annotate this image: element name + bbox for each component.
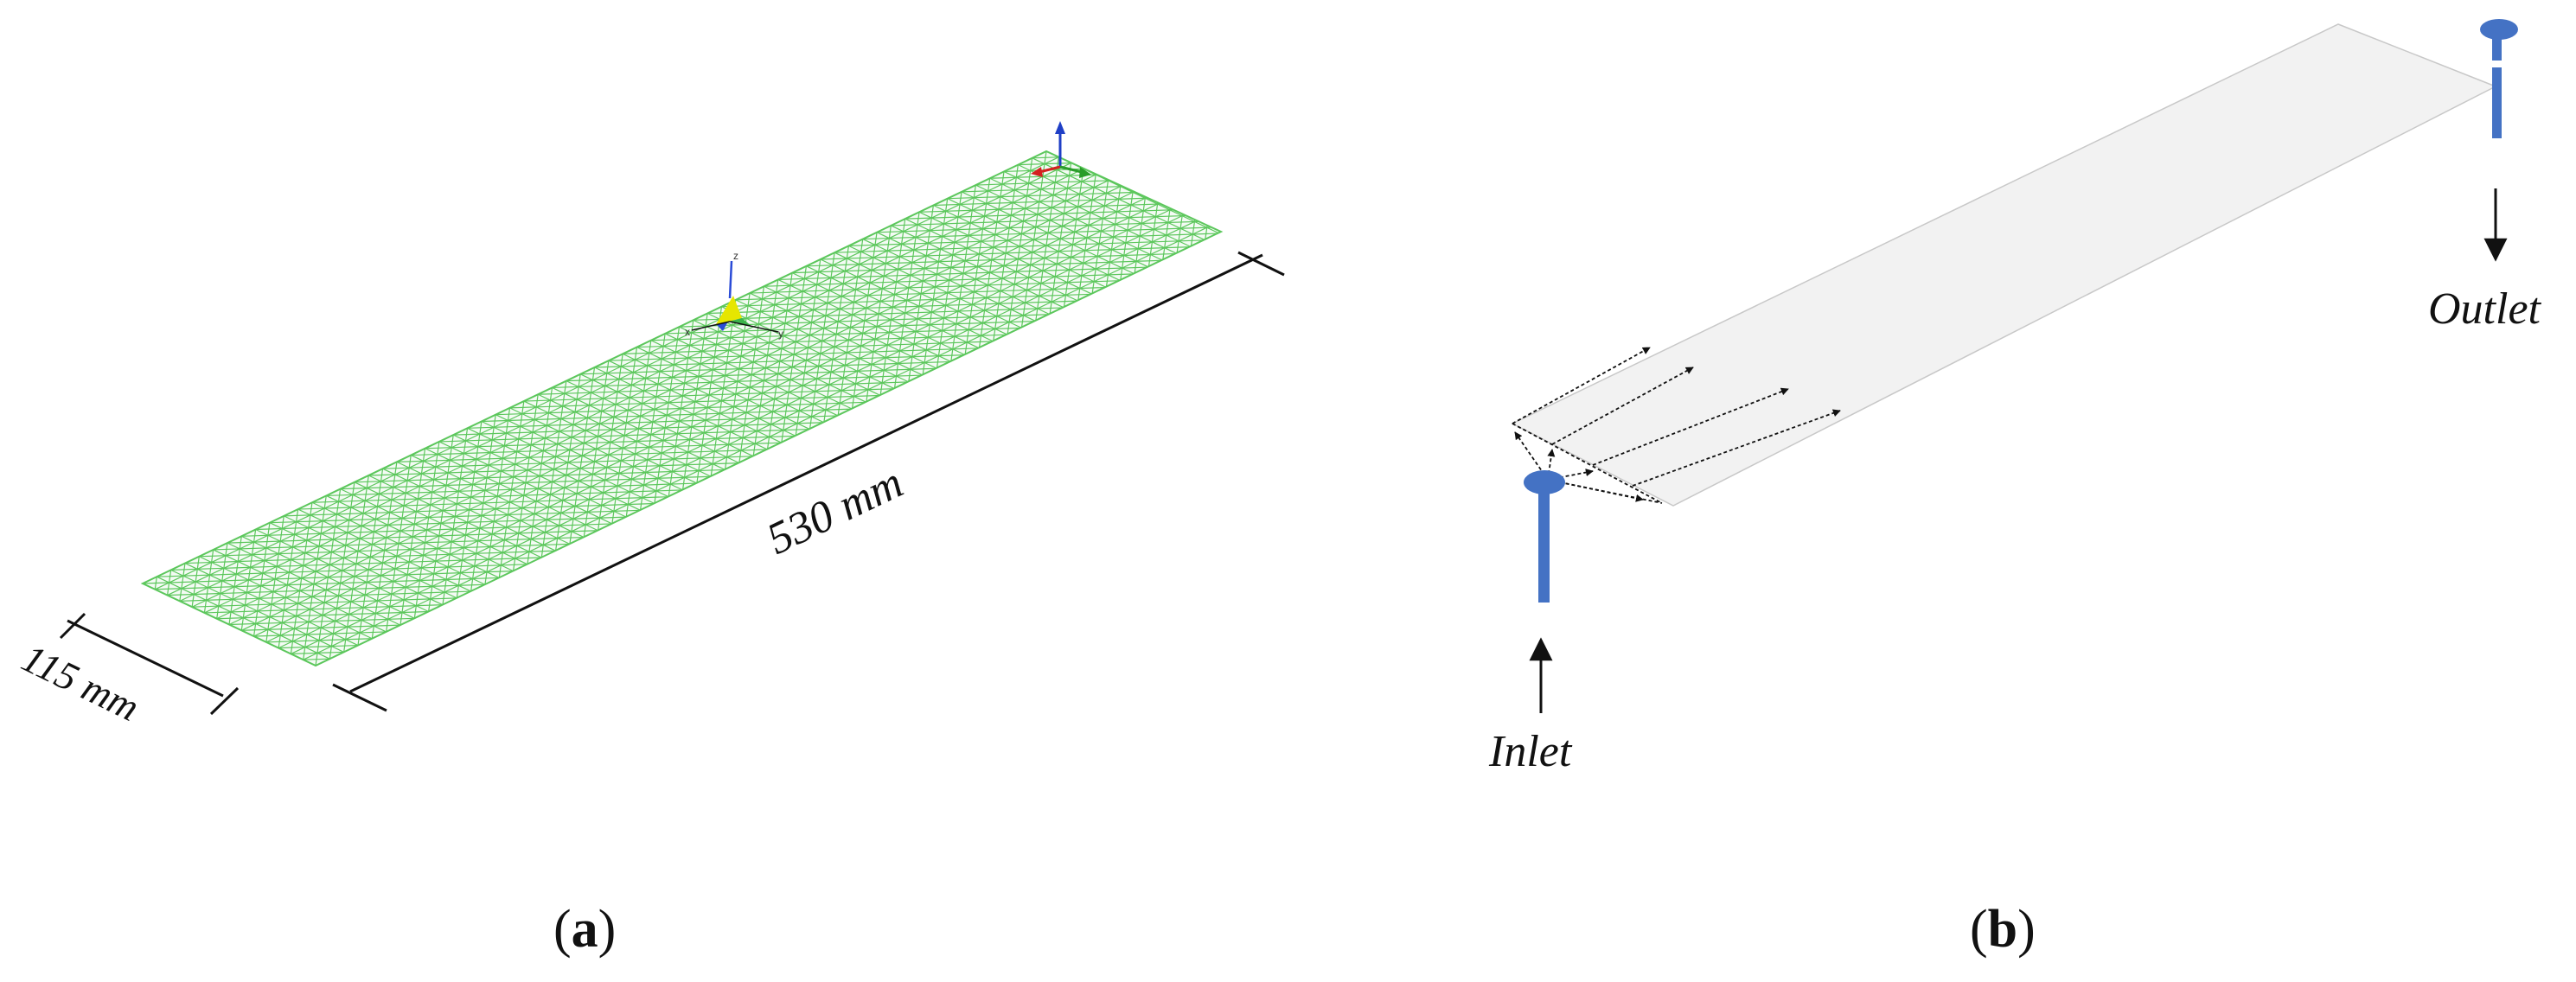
mesh-line — [371, 462, 398, 639]
mesh-line — [400, 448, 426, 626]
mesh-line — [611, 347, 638, 525]
mesh-line — [143, 583, 144, 666]
mesh-line — [230, 529, 257, 666]
mesh-line — [1049, 151, 1076, 315]
caption-a: (a) — [553, 900, 616, 959]
mesh-line — [216, 536, 242, 666]
mesh-line — [286, 502, 313, 666]
corner-triad-icon — [1031, 121, 1091, 178]
mesh-line — [738, 286, 765, 463]
center-triad-icon: z x y — [685, 250, 783, 340]
mesh-line — [809, 252, 835, 430]
mesh-line — [866, 225, 892, 403]
mesh-line — [315, 488, 342, 666]
mesh-line — [484, 407, 511, 585]
mesh-line — [1045, 151, 1221, 152]
dimension-length — [332, 251, 1285, 712]
mesh-line — [1190, 151, 1217, 247]
mesh-grid — [143, 151, 1221, 666]
mesh-line — [851, 232, 878, 410]
svg-text:z: z — [733, 250, 738, 262]
mesh-line — [1105, 151, 1132, 288]
mesh-line — [1091, 151, 1118, 295]
mesh-line — [993, 164, 1019, 342]
mesh-line — [554, 373, 581, 552]
mesh-line — [413, 441, 440, 619]
outlet-pipe — [2480, 19, 2518, 138]
mesh-line — [244, 522, 271, 666]
mesh-line — [795, 258, 821, 437]
caption-b: (b) — [1970, 900, 2036, 959]
mesh-line — [1205, 151, 1221, 240]
mesh-line — [583, 360, 610, 538]
mesh-line — [386, 455, 412, 633]
plate-surface — [1511, 23, 2497, 507]
mesh-line — [597, 354, 623, 531]
panel-a: 530 mm 115 mm z x y — [16, 121, 1285, 959]
mesh-line — [781, 265, 808, 443]
mesh-line — [329, 481, 355, 660]
mesh-line — [527, 387, 553, 564]
mesh-line — [879, 219, 906, 396]
mesh-line — [1007, 157, 1033, 335]
mesh-line — [936, 191, 962, 369]
mesh-line — [301, 495, 327, 666]
length-dimension-label: 530 mm — [760, 458, 911, 564]
mesh-line — [1120, 151, 1146, 281]
mesh-line — [752, 279, 779, 456]
mesh-line — [978, 171, 1005, 348]
mesh-line — [950, 184, 976, 362]
mesh-line — [696, 306, 723, 484]
mesh-line — [668, 320, 694, 497]
mesh-line — [766, 272, 793, 450]
mesh-line — [143, 577, 157, 666]
mesh-line — [145, 570, 172, 666]
mesh-line — [569, 367, 596, 545]
mesh-line — [1035, 151, 1061, 322]
mesh-line — [512, 394, 539, 571]
mesh-line — [908, 205, 934, 382]
mesh-line — [470, 414, 496, 592]
svg-text:y: y — [778, 328, 783, 340]
mesh-line — [1032, 151, 1221, 159]
mesh-line — [540, 380, 567, 558]
mesh-line — [922, 198, 949, 376]
mesh-line — [710, 299, 737, 477]
mesh-line — [442, 428, 469, 605]
mesh-line — [823, 246, 850, 423]
flow-distribution-arrows — [1512, 347, 1841, 504]
mesh-line — [1218, 151, 1221, 234]
mesh-line — [625, 340, 652, 518]
mesh-line — [964, 178, 991, 355]
svg-text:x: x — [685, 326, 690, 338]
mesh-line — [681, 313, 708, 490]
mesh-line — [498, 400, 525, 578]
mesh-line — [343, 475, 369, 653]
mesh-line — [456, 421, 483, 598]
dimension-width — [59, 612, 240, 716]
mesh-line — [837, 239, 864, 417]
outlet-label: Outlet — [2428, 284, 2542, 334]
inlet-label: Inlet — [1488, 727, 1573, 776]
mesh-line — [893, 212, 920, 389]
panel-b: Inlet Outlet (b) — [1488, 19, 2542, 959]
mesh-line — [357, 469, 384, 646]
mesh-line — [654, 327, 681, 504]
mesh-line — [428, 435, 454, 612]
mesh-line — [639, 333, 666, 511]
inlet-pipe — [1524, 470, 1565, 603]
mesh-line — [1020, 151, 1047, 328]
